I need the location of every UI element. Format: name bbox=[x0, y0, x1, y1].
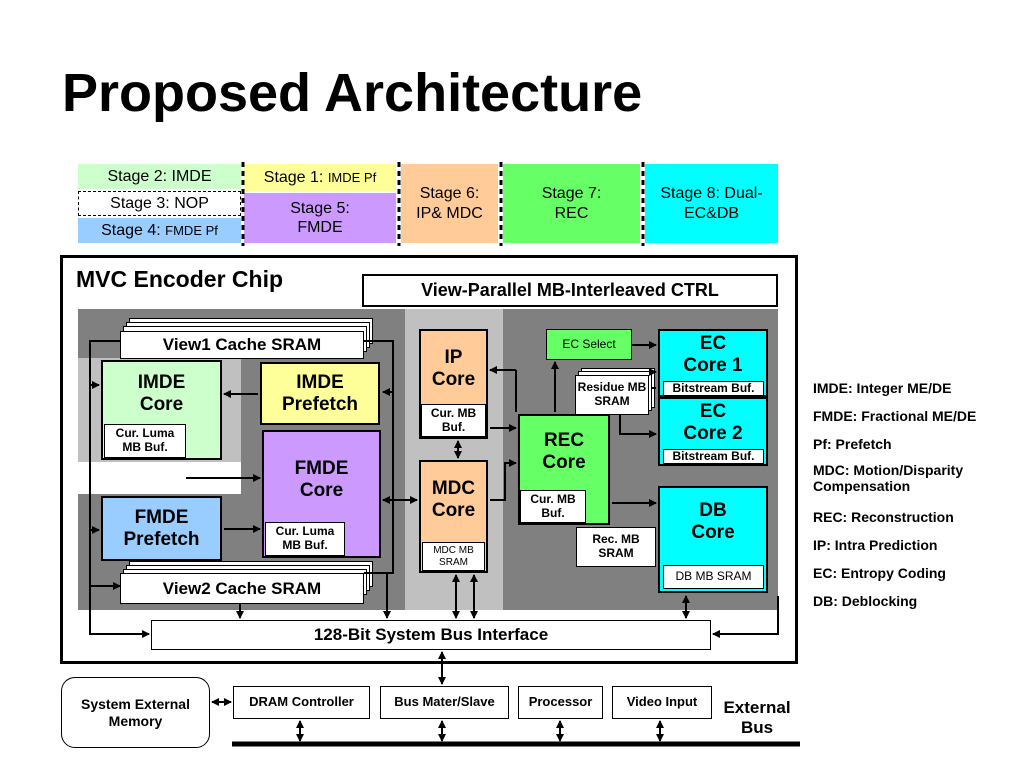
mdc-mb-sram: MDC MB SRAM bbox=[422, 542, 485, 571]
system-bus-interface: 128-Bit System Bus Interface bbox=[151, 620, 711, 650]
processor: Processor bbox=[518, 686, 603, 719]
legend-db: DB: Deblocking bbox=[813, 593, 918, 609]
legend-imde: IMDE: Integer ME/DE bbox=[813, 380, 952, 396]
legend-ec: EC: Entropy Coding bbox=[813, 565, 946, 581]
view2-cache-sram: View2 Cache SRAM bbox=[120, 573, 364, 604]
ec-select: EC Select bbox=[546, 329, 632, 360]
stage-3-label: Stage 3: NOP bbox=[78, 191, 241, 216]
cur-luma-buf-fmde: Cur. Luma MB Buf. bbox=[265, 522, 345, 556]
stage-2-label: Stage 2: IMDE bbox=[78, 164, 241, 189]
external-bus-label: External Bus bbox=[723, 698, 791, 738]
bitstream-buf-1: Bitstream Buf. bbox=[663, 381, 764, 396]
db-mb-sram: DB MB SRAM bbox=[663, 565, 764, 589]
bitstream-buf-2: Bitstream Buf. bbox=[663, 449, 764, 464]
residue-mb-sram: Residue MB SRAM bbox=[575, 375, 649, 415]
legend-fmde: FMDE: Fractional ME/DE bbox=[813, 408, 977, 424]
legend-rec: REC: Reconstruction bbox=[813, 509, 954, 525]
chip-label: MVC Encoder Chip bbox=[76, 266, 284, 292]
stage-6-label: Stage 6: IP& MDC bbox=[401, 164, 498, 243]
stage-5-label: Stage 5: FMDE bbox=[244, 193, 396, 243]
system-external-memory: System External Memory bbox=[61, 677, 210, 748]
bus-master-slave: Bus Mater/Slave bbox=[380, 686, 509, 719]
cur-mb-buf-ip: Cur. MB Buf. bbox=[421, 404, 486, 437]
ctrl-block: View-Parallel MB-Interleaved CTRL bbox=[362, 274, 778, 307]
video-input: Video Input bbox=[612, 686, 712, 719]
rec-mb-sram: Rec. MB SRAM bbox=[576, 527, 656, 567]
legend-pf: Pf: Prefetch bbox=[813, 436, 892, 452]
imde-prefetch: IMDE Prefetch bbox=[260, 362, 380, 425]
legend-ip: IP: Intra Prediction bbox=[813, 537, 938, 553]
page-title: Proposed Architecture bbox=[62, 63, 643, 123]
dram-controller: DRAM Controller bbox=[233, 686, 370, 719]
stage-7-label: Stage 7: REC bbox=[503, 164, 640, 243]
stage-4-label: Stage 4: FMDE Pf bbox=[78, 218, 241, 243]
cur-mb-buf-rec: Cur. MB Buf. bbox=[520, 490, 586, 523]
legend-mdc: MDC: Motion/Disparity Compensation bbox=[813, 462, 964, 495]
view1-cache-sram: View1 Cache SRAM bbox=[120, 331, 364, 359]
chip-border bbox=[60, 255, 798, 664]
stage-1-label: Stage 1: IMDE Pf bbox=[244, 164, 396, 191]
cur-luma-buf-imde: Cur. Luma MB Buf. bbox=[104, 424, 186, 458]
fmde-prefetch: FMDE Prefetch bbox=[101, 496, 222, 561]
stage-8-label: Stage 8: Dual-EC&DB bbox=[645, 164, 778, 243]
